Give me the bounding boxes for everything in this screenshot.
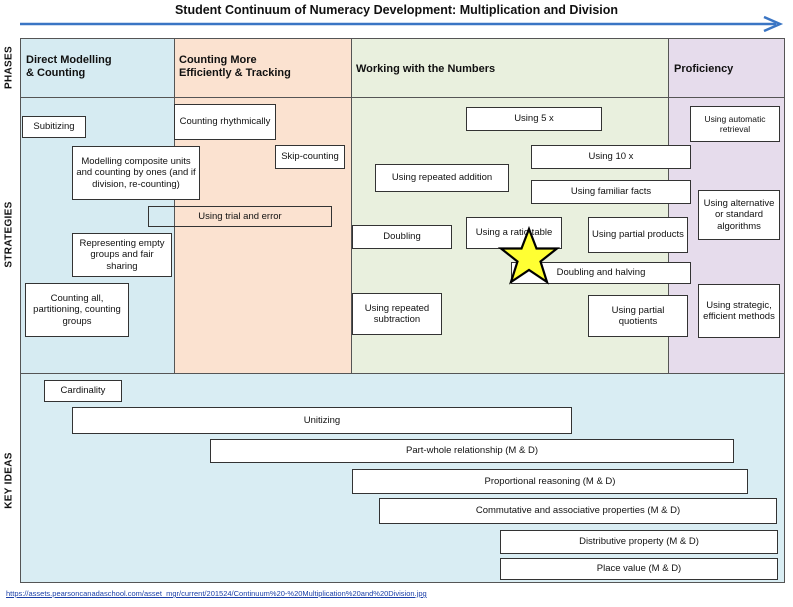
strategy-using-5x: Using 5 x xyxy=(466,107,602,131)
arrow-right-icon xyxy=(20,15,784,33)
phase-title-4: Proficiency xyxy=(674,63,782,76)
side-label-strategies: STRATEGIES xyxy=(3,201,15,268)
key-idea-unitizing: Unitizing xyxy=(72,407,572,434)
phase-title-line: Direct Modelling xyxy=(26,54,112,66)
key-idea-proportional: Proportional reasoning (M & D) xyxy=(352,469,748,494)
row-divider xyxy=(20,373,785,374)
strategy-repeated-subtraction: Using repeated subtraction xyxy=(352,293,442,335)
strategy-alternative-algorithms: Using alternative or standard algorithms xyxy=(698,190,780,240)
strategy-familiar-facts: Using familiar facts xyxy=(531,180,691,204)
strategy-partial-products: Using partial products xyxy=(588,217,688,253)
source-link[interactable]: https://assets.pearsoncanadaschool.com/a… xyxy=(6,589,427,598)
strategy-skip-counting: Skip-counting xyxy=(275,145,345,169)
strategy-counting-all: Counting all, partitioning, counting gro… xyxy=(25,283,129,337)
strategy-strategic-methods: Using strategic, efficient methods xyxy=(698,284,780,338)
phase-title-3: Working with the Numbers xyxy=(356,63,656,76)
strategy-subitizing: Subitizing xyxy=(22,116,86,138)
star-icon xyxy=(497,225,561,285)
strategy-doubling: Doubling xyxy=(352,225,452,249)
strategy-counting-rhythmically: Counting rhythmically xyxy=(174,104,276,140)
row-divider xyxy=(20,97,785,98)
phase-title-2: Counting More Efficiently & Tracking xyxy=(179,54,349,80)
phase-divider xyxy=(668,38,669,373)
key-idea-distributive: Distributive property (M & D) xyxy=(500,530,778,554)
strategy-using-10x: Using 10 x xyxy=(531,145,691,169)
key-idea-commutative: Commutative and associative properties (… xyxy=(379,498,777,524)
key-idea-place-value: Place value (M & D) xyxy=(500,558,778,580)
phase-title-line: Proficiency xyxy=(674,63,734,75)
phase-column-counting-more xyxy=(174,38,351,373)
phase-title-1: Direct Modelling & Counting xyxy=(26,54,171,80)
diagram-title: Student Continuum of Numeracy Developmen… xyxy=(174,3,619,17)
phase-title-line: & Counting xyxy=(26,67,86,79)
strategy-partial-quotients: Using partial quotients xyxy=(588,295,688,337)
key-idea-cardinality: Cardinality xyxy=(44,380,122,402)
key-idea-part-whole: Part-whole relationship (M & D) xyxy=(210,439,734,463)
phase-title-line: Efficiently & Tracking xyxy=(179,67,291,79)
side-label-phases: PHASES xyxy=(3,46,15,89)
strategy-representing-empty: Representing empty groups and fair shari… xyxy=(72,233,172,277)
phase-title-line: Counting More xyxy=(179,54,257,66)
diagram-frame xyxy=(20,38,785,583)
strategy-modelling-composite: Modelling composite units and counting b… xyxy=(72,146,200,200)
phase-divider xyxy=(351,38,352,373)
strategy-automatic-retrieval: Using automatic retrieval xyxy=(690,106,780,142)
side-label-key-ideas: KEY IDEAS xyxy=(3,452,15,509)
phase-divider xyxy=(174,38,175,373)
strategy-trial-error: Using trial and error xyxy=(148,206,332,227)
phase-title-line: Working with the Numbers xyxy=(356,63,496,75)
strategy-doubling-halving: Doubling and halving xyxy=(511,262,691,284)
strategy-repeated-addition: Using repeated addition xyxy=(375,164,509,192)
